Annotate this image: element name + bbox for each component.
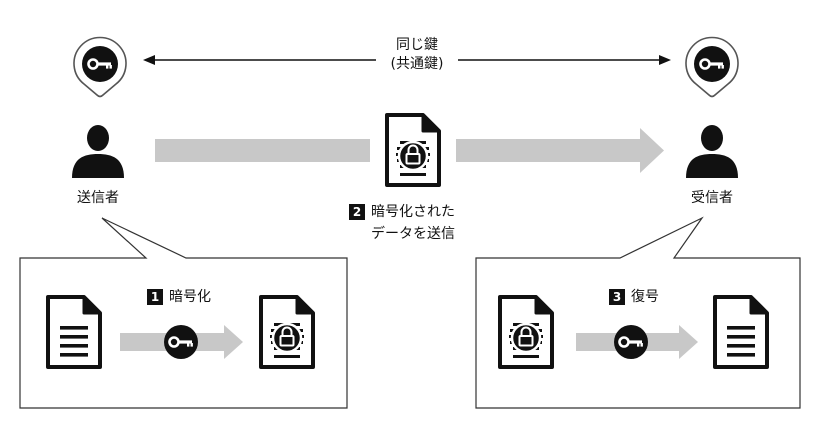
decrypt-key-icon [614,325,648,359]
shared-key-line1: 同じ鍵 [396,37,438,53]
received-locked-document-icon [498,295,554,369]
encrypted-document-icon [259,295,315,369]
encrypt-step-text: 暗号化 [169,289,211,305]
sender-label: 送信者 [77,190,119,206]
receiver-key-balloon [685,36,739,98]
sender-key-balloon [73,36,127,98]
receiver-label: 受信者 [691,190,733,206]
shared-key-label: 同じ鍵 (共通鍵) [376,36,458,74]
plain-document-icon [46,295,102,369]
step-number-badge: 2 [349,204,365,220]
step-number-badge: 1 [147,289,163,305]
shared-key-line2: (共通鍵) [390,56,444,72]
decrypted-document-icon [713,295,769,369]
transmit-line1: 暗号化された [371,204,455,220]
transfer-arrow [155,128,664,173]
receiver-person-icon [686,125,738,178]
decrypt-step-text: 復号 [631,289,659,305]
transmitted-locked-document-icon [385,113,441,187]
decrypt-step-label: 3 復号 [609,288,659,306]
step-number-badge: 3 [609,289,625,305]
sender-person-icon [72,125,124,178]
encrypt-step-label: 1 暗号化 [147,288,211,306]
encrypt-key-icon [164,325,198,359]
transmit-line2: データを送信 [371,226,455,242]
transmit-step-label: 2 暗号化された [349,203,455,221]
